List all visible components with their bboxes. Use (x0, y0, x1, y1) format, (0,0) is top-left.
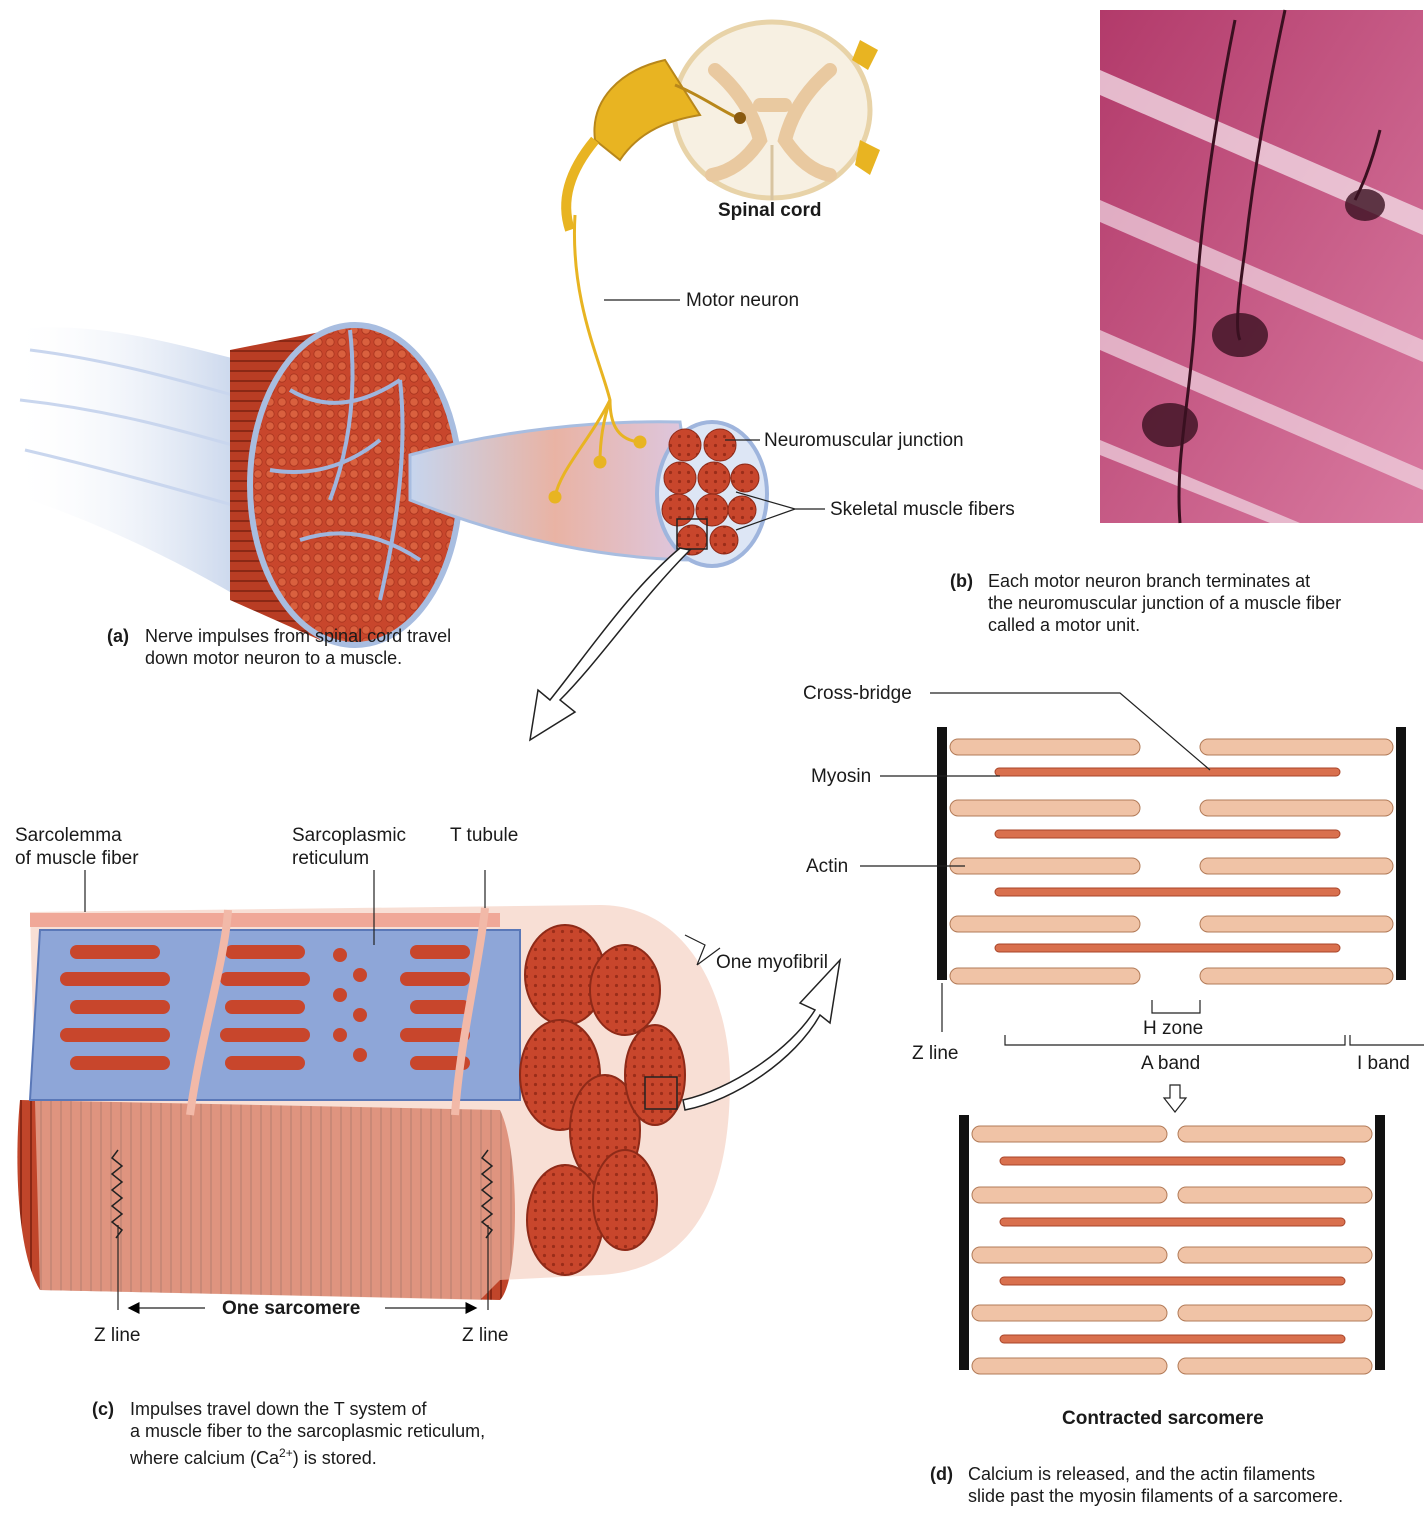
caption-d-line2: slide past the myosin filaments of a sar… (930, 1485, 1424, 1507)
caption-b-line1: Each motor neuron branch terminates at (950, 570, 1420, 592)
label-sarcoplasmic-2: reticulum (292, 848, 369, 870)
caption-c-line3-post: ) is stored. (293, 1448, 377, 1468)
label-z-line: Z line (912, 1043, 958, 1065)
caption-a-line2: down motor neuron to a muscle. (107, 647, 587, 669)
caption-c: (c) Impulses travel down the T system of… (92, 1398, 612, 1469)
caption-d: (d) Calcium is released, and the actin f… (930, 1463, 1424, 1507)
tendon (10, 327, 260, 610)
label-one-sarcomere: One sarcomere (222, 1298, 360, 1320)
label-z-line-right: Z line (462, 1325, 508, 1347)
label-myosin: Myosin (811, 766, 871, 788)
micrograph (1100, 10, 1423, 523)
label-sarcolemma-2: of muscle fiber (15, 848, 139, 870)
spinal-cord (566, 22, 880, 230)
relaxed-sarcomere (937, 727, 1406, 984)
caption-a: (a) Nerve impulses from spinal cord trav… (107, 625, 587, 669)
caption-c-line3-pre: where calcium (Ca (130, 1448, 279, 1468)
caption-c-line3: where calcium (Ca2+) is stored. (92, 1442, 612, 1469)
caption-c-letter: (c) (92, 1398, 114, 1420)
label-sarcolemma-1: Sarcolemma (15, 825, 122, 847)
label-spinal-cord: Spinal cord (718, 200, 821, 222)
label-neuromuscular-junction: Neuromuscular junction (764, 430, 964, 452)
caption-b-line3: called a motor unit. (950, 614, 1420, 636)
label-sarcoplasmic-1: Sarcoplasmic (292, 825, 406, 847)
caption-c-line1: Impulses travel down the T system of (92, 1398, 612, 1420)
label-a-band: A band (1141, 1053, 1200, 1075)
muscle-fiber (17, 905, 730, 1300)
label-i-band: I band (1357, 1053, 1410, 1075)
label-one-myofibril: One myofibril (716, 952, 828, 974)
caption-d-line1: Calcium is released, and the actin filam… (930, 1463, 1424, 1485)
label-contracted-sarcomere: Contracted sarcomere (1062, 1408, 1264, 1430)
label-z-line-left: Z line (94, 1325, 140, 1347)
label-h-zone: H zone (1143, 1018, 1203, 1040)
caption-a-line1: Nerve impulses from spinal cord travel (107, 625, 587, 647)
muscle-fascicle (410, 422, 767, 566)
caption-a-letter: (a) (107, 625, 129, 647)
label-cross-bridge: Cross-bridge (803, 683, 912, 705)
z-line-right-bar (1396, 727, 1406, 980)
caption-b-line2: the neuromuscular junction of a muscle f… (950, 592, 1420, 614)
label-t-tubule: T tubule (450, 825, 518, 847)
caption-c-line2: a muscle fiber to the sarcoplasmic retic… (92, 1420, 612, 1442)
caption-b-letter: (b) (950, 570, 973, 592)
contracted-sarcomere (959, 1115, 1385, 1374)
label-motor-neuron: Motor neuron (686, 290, 799, 312)
caption-d-letter: (d) (930, 1463, 953, 1485)
label-actin: Actin (806, 856, 848, 878)
caption-b: (b) Each motor neuron branch terminates … (950, 570, 1420, 636)
down-arrow (1164, 1085, 1186, 1112)
z-line-left-bar (937, 727, 947, 980)
caption-c-superscript: 2+ (279, 1446, 293, 1460)
label-skeletal-muscle-fibers: Skeletal muscle fibers (830, 499, 1015, 521)
